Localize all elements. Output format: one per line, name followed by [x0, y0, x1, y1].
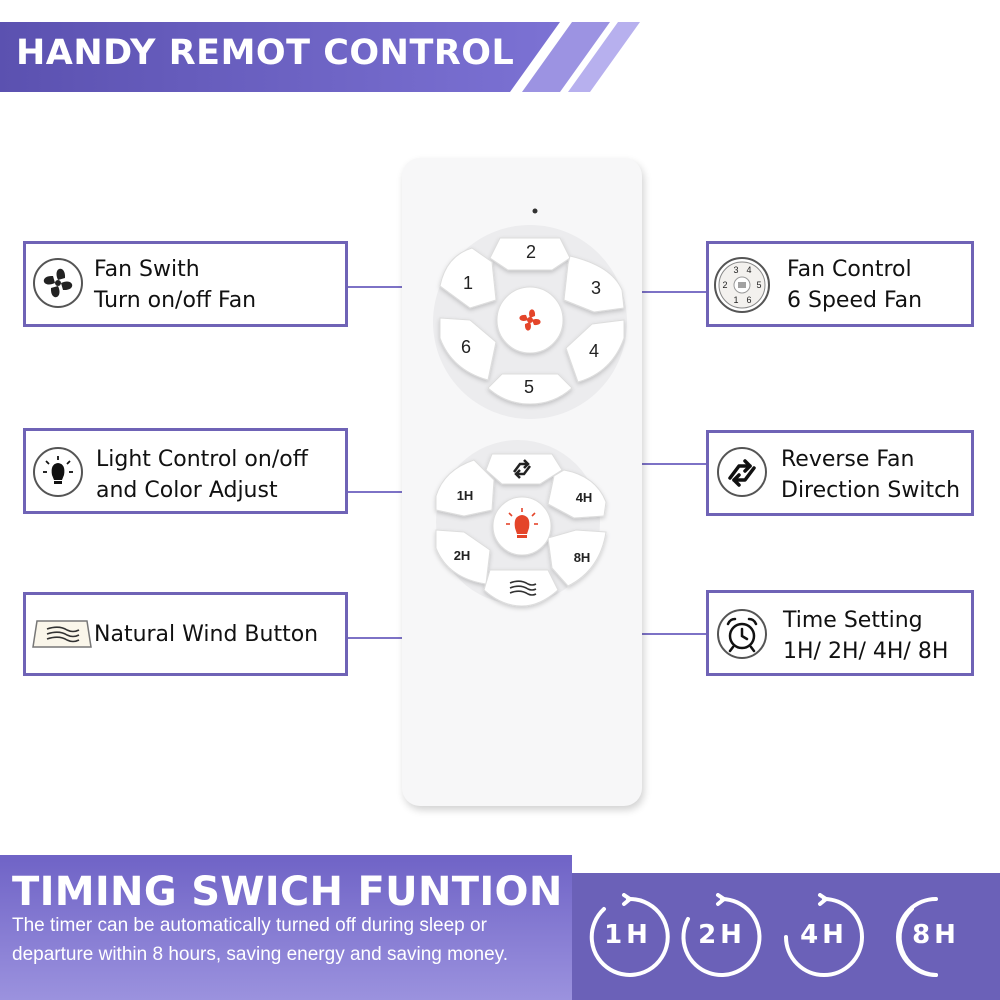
speed-button-1[interactable]: 1 — [439, 247, 497, 309]
callout-natural-wind: Natural Wind Button — [23, 592, 348, 676]
natural-wind-remote-button[interactable] — [483, 569, 559, 607]
light-control-desc: and Color Adjust — [96, 478, 278, 503]
fan-switch-desc: Turn on/off Fan — [94, 288, 257, 313]
fan-power-button[interactable] — [496, 286, 564, 354]
speed-label-3: 3 — [591, 278, 601, 298]
reverse-fan-title: Reverse Fan — [781, 447, 915, 472]
timer-button-2h[interactable]: 2H — [435, 529, 491, 585]
banner-shape — [0, 22, 640, 92]
timer-button-8h[interactable]: 8H — [547, 529, 607, 587]
timer-badge-label-2h: 2H — [698, 920, 746, 950]
callout-fan-switch: Fan Swith Turn on/off Fan — [23, 241, 348, 327]
bulb-icon — [33, 447, 83, 497]
callout-reverse-fan: Reverse Fan Direction Switch — [706, 430, 974, 516]
speed-button-4[interactable]: 4 — [565, 319, 625, 383]
timer-button-4h[interactable]: 4H — [547, 469, 607, 519]
bulb-red-icon — [506, 508, 538, 538]
reverse-button[interactable] — [485, 453, 563, 485]
timer-label-4h: 4H — [576, 490, 593, 505]
callout-time-setting: Time Setting 1H/ 2H/ 4H/ 8H — [706, 590, 974, 676]
reverse-arrows-icon — [717, 447, 767, 497]
timer-badge-8h: 8H — [892, 893, 980, 981]
speed-button-2[interactable]: 2 — [489, 237, 571, 271]
dial-label-5: 5 — [756, 280, 761, 290]
timer-badge-1h: 1H — [584, 893, 672, 981]
callout-light-control: Light Control on/off and Color Adjust — [23, 428, 348, 514]
callout-fan-control: 3 4 2 5 1 6 Fan Control 6 Speed Fan — [706, 241, 974, 327]
time-setting-desc: 1H/ 2H/ 4H/ 8H — [783, 639, 949, 664]
speed-label-5: 5 — [524, 377, 534, 397]
dial-label-6: 6 — [746, 295, 751, 305]
speed-button-6[interactable]: 6 — [439, 317, 497, 381]
timer-label-2h: 2H — [454, 548, 471, 563]
led-indicator — [532, 208, 538, 214]
speed-label-6: 6 — [461, 337, 471, 357]
fan-switch-title: Fan Swith — [94, 257, 200, 282]
timer-badges-panel: 1H 2H 4H 8H — [572, 873, 1000, 1000]
fan-control-title: Fan Control — [787, 257, 912, 282]
dial-label-1: 1 — [733, 295, 738, 305]
wind-small-icon — [509, 580, 537, 596]
timer-badge-label-8h: 8H — [912, 920, 960, 950]
natural-wind-title: Natural Wind Button — [94, 622, 319, 647]
speed-button-5[interactable]: 5 — [487, 373, 573, 405]
wind-icon — [31, 615, 93, 653]
light-button[interactable] — [492, 496, 552, 556]
fan-icon — [33, 258, 83, 308]
light-control-title: Light Control on/off — [96, 447, 308, 472]
speed-label-2: 2 — [526, 242, 536, 262]
speed-button-3[interactable]: 3 — [563, 255, 625, 313]
reverse-fan-desc: Direction Switch — [781, 478, 961, 503]
time-setting-title: Time Setting — [783, 608, 923, 633]
timer-label-1h: 1H — [457, 488, 474, 503]
remote-control: 2 1 3 6 4 5 — [402, 158, 642, 806]
alarm-clock-icon — [717, 609, 767, 659]
page-title: HANDY REMOT CONTROL — [16, 33, 515, 73]
speed-label-4: 4 — [589, 341, 599, 361]
timer-label-8h: 8H — [574, 550, 591, 565]
fan-control-desc: 6 Speed Fan — [787, 288, 923, 313]
remote-buttons: 2 1 3 6 4 5 — [433, 208, 627, 607]
timing-info-panel: TIMING SWICH FUNTION The timer can be au… — [0, 855, 572, 1000]
timer-badge-label-4h: 4H — [800, 920, 848, 950]
timing-description: The timer can be automatically turned of… — [12, 915, 509, 965]
fan-red-icon — [519, 309, 541, 331]
reverse-arrows-small-icon — [513, 459, 531, 479]
speed-label-1: 1 — [463, 273, 473, 293]
dial-label-3: 3 — [733, 265, 738, 275]
dial-label-4: 4 — [746, 265, 751, 275]
timing-title: TIMING SWICH FUNTION — [12, 869, 563, 915]
timer-badge-4h: 4H — [780, 893, 868, 981]
speed-dial-icon: 3 4 2 5 1 6 — [714, 257, 770, 313]
timer-button-1h[interactable]: 1H — [435, 459, 495, 517]
timer-badge-2h: 2H — [678, 893, 766, 981]
timer-badge-label-1h: 1H — [604, 920, 652, 950]
header-banner: HANDY REMOT CONTROL — [0, 22, 640, 92]
dial-label-2: 2 — [722, 280, 727, 290]
